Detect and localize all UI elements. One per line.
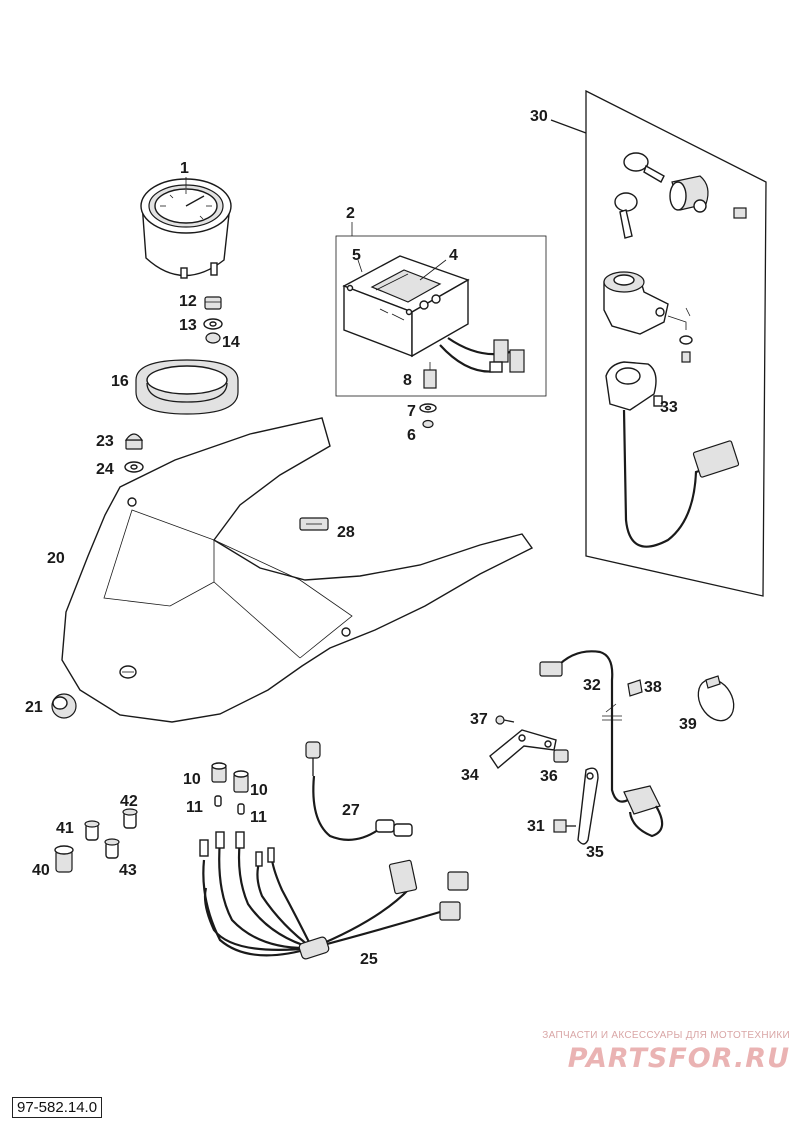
nut-part[interactable] xyxy=(422,419,434,429)
ignition-key-part[interactable] xyxy=(614,152,665,239)
callout-label: 20 xyxy=(47,550,65,567)
callout-label: 27 xyxy=(342,802,360,819)
spacer-part[interactable] xyxy=(423,362,437,389)
callout-label: 4 xyxy=(449,247,458,264)
computer-kit-frame xyxy=(335,235,547,397)
callout-label: 10 xyxy=(183,771,201,788)
kit-leader-line xyxy=(550,119,587,134)
gauge-part[interactable] xyxy=(140,178,232,279)
callout-label: 1 xyxy=(180,160,189,177)
watermark: ЗАПЧАСТИ И АКСЕССУАРЫ ДЛЯ МОТОТЕХНИКИ PA… xyxy=(542,1030,790,1074)
cap-nut-part[interactable] xyxy=(124,433,144,450)
nut-part[interactable] xyxy=(204,296,222,310)
ignition-kit-frame xyxy=(585,89,767,597)
callout-numbers: 1 2 4 5 6 7 8 10 10 11 11 12 13 14 16 20… xyxy=(25,108,697,968)
indicator-lamp-part[interactable] xyxy=(54,845,74,873)
ignition-harness-part[interactable] xyxy=(605,361,740,548)
callout-label: 6 xyxy=(407,427,416,444)
sensor-cable-part[interactable] xyxy=(539,650,664,838)
callout-label: 38 xyxy=(644,679,662,696)
callout-label: 36 xyxy=(540,768,558,785)
callout-label: 10 xyxy=(250,782,268,799)
clip-part[interactable] xyxy=(627,679,643,697)
speed-sensor-cable-part[interactable] xyxy=(305,741,413,841)
lock-nut-part[interactable] xyxy=(205,332,221,344)
callout-label: 41 xyxy=(56,820,74,837)
callout-label: 43 xyxy=(119,862,137,879)
rubber-ring-part[interactable] xyxy=(135,359,239,415)
callout-label: 34 xyxy=(461,767,479,784)
holder-plate-part[interactable] xyxy=(489,729,557,770)
digital-computer-part[interactable] xyxy=(342,255,525,373)
callout-label: 5 xyxy=(352,247,361,264)
leader-lines xyxy=(185,177,691,713)
callout-label: 2 xyxy=(346,205,355,222)
callout-label: 25 xyxy=(360,951,378,968)
callout-label: 33 xyxy=(660,399,678,416)
callout-label: 12 xyxy=(179,293,197,310)
cable-tie-part[interactable] xyxy=(691,673,741,727)
callout-label: 35 xyxy=(586,844,604,861)
rubber-plug-part[interactable] xyxy=(51,693,77,719)
drawing-number: 97-582.14.0 xyxy=(12,1097,103,1118)
washer-part[interactable] xyxy=(124,461,144,473)
washer-part[interactable] xyxy=(203,318,223,330)
bulb-socket-part[interactable] xyxy=(233,770,249,815)
callout-label: 13 xyxy=(179,317,197,334)
watermark-subtitle: ЗАПЧАСТИ И АКСЕССУАРЫ ДЛЯ МОТОТЕХНИКИ xyxy=(542,1030,790,1041)
ignition-switch-part[interactable] xyxy=(603,271,693,363)
sensor-bracket-part[interactable] xyxy=(577,767,599,845)
main-wiring-harness-part[interactable] xyxy=(199,831,469,960)
bulb-socket-part[interactable] xyxy=(211,762,227,807)
callout-label: 37 xyxy=(470,711,488,728)
screw-part[interactable] xyxy=(495,715,515,725)
headlight-mask-part[interactable] xyxy=(61,417,534,723)
callout-label: 30 xyxy=(530,108,548,125)
callout-label: 31 xyxy=(527,818,545,835)
indicator-lamp-part[interactable] xyxy=(104,838,120,859)
callout-label: 16 xyxy=(111,373,129,390)
callout-label: 7 xyxy=(407,403,416,420)
callout-label: 40 xyxy=(32,862,50,879)
washer-part[interactable] xyxy=(419,403,437,413)
callout-label: 23 xyxy=(96,433,114,450)
indicator-lamp-part[interactable] xyxy=(84,820,100,841)
callout-label: 39 xyxy=(679,716,697,733)
callout-label: 28 xyxy=(337,524,355,541)
indicator-lamp-part[interactable] xyxy=(122,808,138,829)
callout-label: 14 xyxy=(222,334,240,351)
lock-cylinder-part[interactable] xyxy=(669,175,747,219)
callout-label: 32 xyxy=(583,677,601,694)
callout-label: 21 xyxy=(25,699,43,716)
callout-label: 42 xyxy=(120,793,138,810)
logo-sticker-part[interactable] xyxy=(299,517,329,531)
callout-label: 11 xyxy=(250,809,267,826)
screw-part[interactable] xyxy=(553,819,576,833)
callout-label: 24 xyxy=(96,461,114,478)
callout-label: 11 xyxy=(186,799,203,816)
callout-label: 8 xyxy=(403,372,412,389)
spacer-part[interactable] xyxy=(553,749,569,763)
watermark-brand: PARTSFOR.RU xyxy=(567,1043,790,1074)
